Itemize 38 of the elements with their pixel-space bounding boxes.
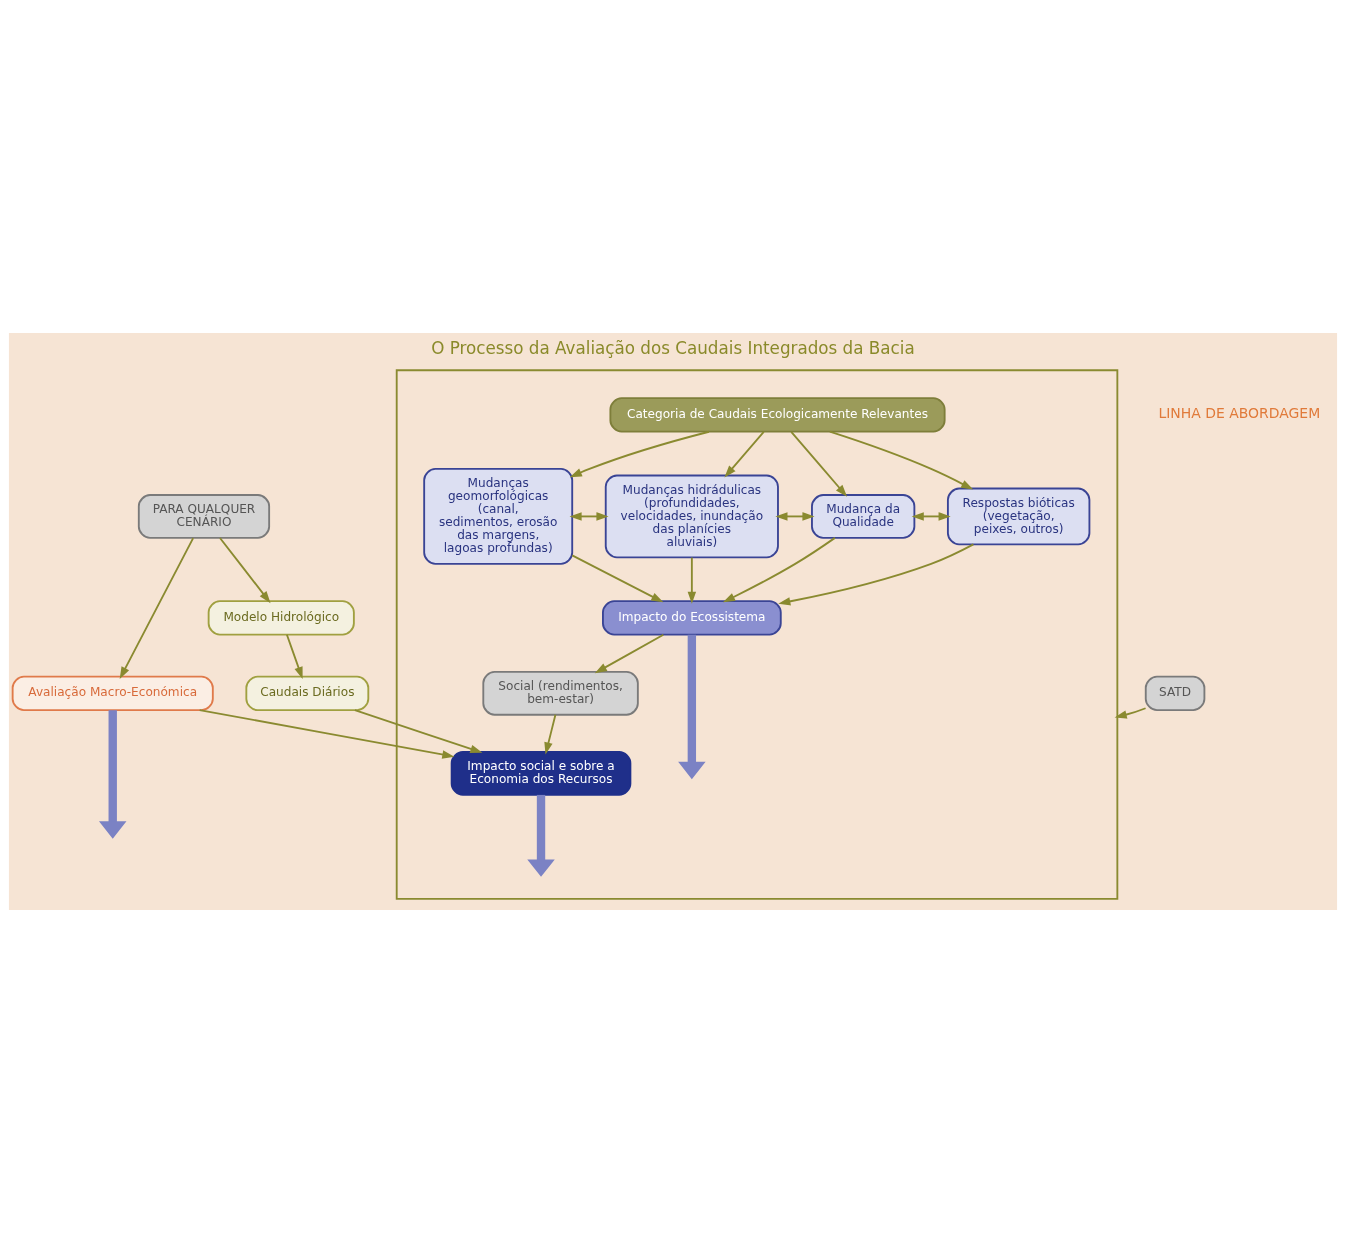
arrow [828, 430, 974, 490]
arrow [1114, 707, 1147, 719]
arrow [724, 430, 765, 478]
node-box: Avaliação Macro-Económica [11, 675, 214, 711]
arrow [571, 554, 664, 603]
arrow [594, 633, 665, 674]
arrow [353, 709, 483, 753]
arrow [119, 537, 195, 680]
arrow [722, 536, 836, 603]
node-box: Impacto do Ecossistema [602, 600, 782, 636]
arrow [544, 713, 557, 755]
arrow [687, 556, 697, 604]
diagram-title: O Processo da Avaliação dos Caudais Integrados da Bacia [431, 337, 915, 358]
node-box: Respostas bióticas (vegetação, peixes, outros) [946, 487, 1091, 546]
arrow [569, 512, 609, 521]
node-box: Categoria de Caudais Ecologicamente Relevantes [609, 397, 946, 433]
arrow [219, 537, 271, 604]
cluster [395, 369, 1119, 900]
arrow [911, 512, 951, 521]
arrow [778, 543, 975, 606]
node-box: Impacto social e sobre a Economia dos Recursos [450, 751, 632, 796]
arrow [527, 794, 555, 877]
node-box: Mudança da Qualidade [811, 494, 916, 539]
node-box: Modelo Hidrológico [207, 600, 355, 636]
node-box: Social (rendimentos, bem-estar) [482, 671, 639, 716]
node-box: Mudanças hidrádulicas (profundidades, velocidades, inundação das planícies aluviais) [604, 474, 779, 559]
node-box: Caudais Diários [245, 675, 370, 711]
node-box: Mudanças geomorfológicas (canal, sedimentos, erosão das margens, lagoas profundas) [423, 468, 574, 565]
arrow [790, 430, 848, 497]
label: LINHA DE ABORDAGEM [1158, 405, 1321, 422]
node-box: PARA QUALQUER CENÁRIO [137, 494, 271, 539]
arrow [569, 430, 710, 478]
arrow [286, 633, 303, 680]
arrow [678, 634, 706, 780]
arrow [198, 709, 455, 759]
arrow [775, 512, 815, 521]
arrow [98, 710, 127, 839]
node-box: SATD [1144, 675, 1206, 711]
